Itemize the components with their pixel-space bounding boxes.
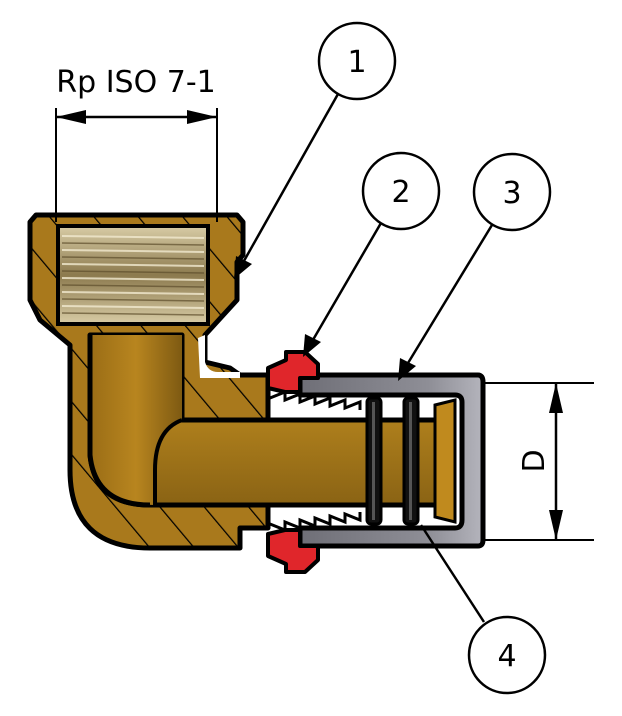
balloon-number: 1: [347, 45, 366, 80]
balloon-4: 4: [419, 524, 547, 695]
balloon-2: 2: [303, 151, 441, 357]
balloon-number: 3: [502, 176, 521, 211]
female-thread: [56, 224, 210, 326]
balloon-1: 1: [234, 21, 397, 279]
red-retaining-ring-bottom: [266, 528, 320, 574]
leader-arrow-icon: [303, 334, 321, 357]
thread-dimension: Rp ISO 7-1: [55, 65, 218, 222]
thread-dimension-label: Rp ISO 7-1: [56, 65, 215, 100]
diameter-dimension: D: [483, 382, 594, 541]
leader-arrow-icon: [398, 358, 416, 381]
red-retaining-ring-top: [266, 350, 320, 394]
balloon-3: 3: [398, 152, 552, 381]
arrowhead-left-icon: [56, 110, 86, 124]
diameter-dimension-label: D: [517, 449, 552, 472]
arrowhead-up-icon: [549, 383, 563, 413]
balloon-number: 4: [497, 639, 516, 674]
flow-bore: [87, 332, 443, 508]
leader-arrow-icon: [234, 256, 252, 279]
o-rings: [365, 396, 420, 526]
arrowhead-right-icon: [187, 110, 217, 124]
balloon-number: 2: [391, 175, 410, 210]
arrowhead-down-icon: [549, 510, 563, 540]
nipple-end: [433, 398, 457, 524]
